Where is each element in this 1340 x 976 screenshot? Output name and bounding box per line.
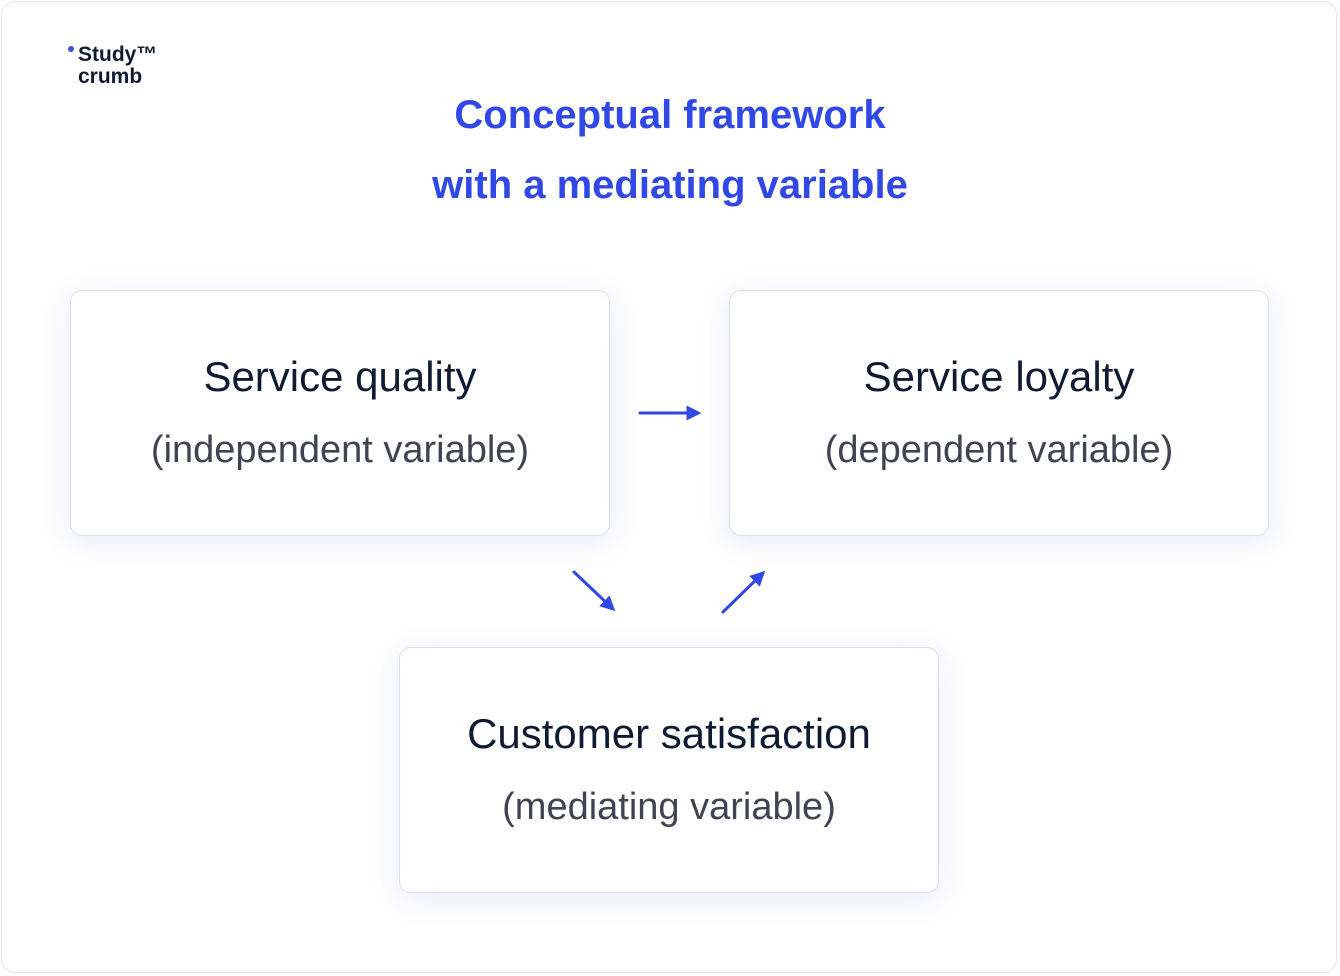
node-name: Service loyalty bbox=[863, 353, 1135, 400]
logo-line-2: crumb bbox=[78, 65, 143, 88]
arrow-quality-to-satisfaction bbox=[572, 570, 616, 612]
node-dependent-variable: Service loyalty (dependent variable) bbox=[729, 290, 1269, 536]
arrow-satisfaction-to-loyalty bbox=[721, 570, 766, 614]
diagram-title-line-2: with a mediating variable bbox=[432, 163, 908, 207]
node-name: Customer satisfaction bbox=[467, 710, 871, 757]
node-role: (independent variable) bbox=[150, 429, 530, 471]
logo-line-1: Study™ bbox=[78, 43, 158, 66]
node-role: (mediating variable) bbox=[502, 786, 836, 828]
logo-dot-icon bbox=[68, 46, 74, 52]
node-mediating-variable: Customer satisfaction (mediating variabl… bbox=[399, 647, 939, 893]
diagram-title-line-1: Conceptual framework bbox=[454, 93, 886, 137]
node-role: (dependent variable) bbox=[824, 429, 1174, 471]
node-independent-variable: Service quality (independent variable) bbox=[70, 290, 610, 536]
studycrumb-logo: Study™ crumb bbox=[68, 44, 157, 88]
node-name: Service quality bbox=[203, 353, 477, 400]
